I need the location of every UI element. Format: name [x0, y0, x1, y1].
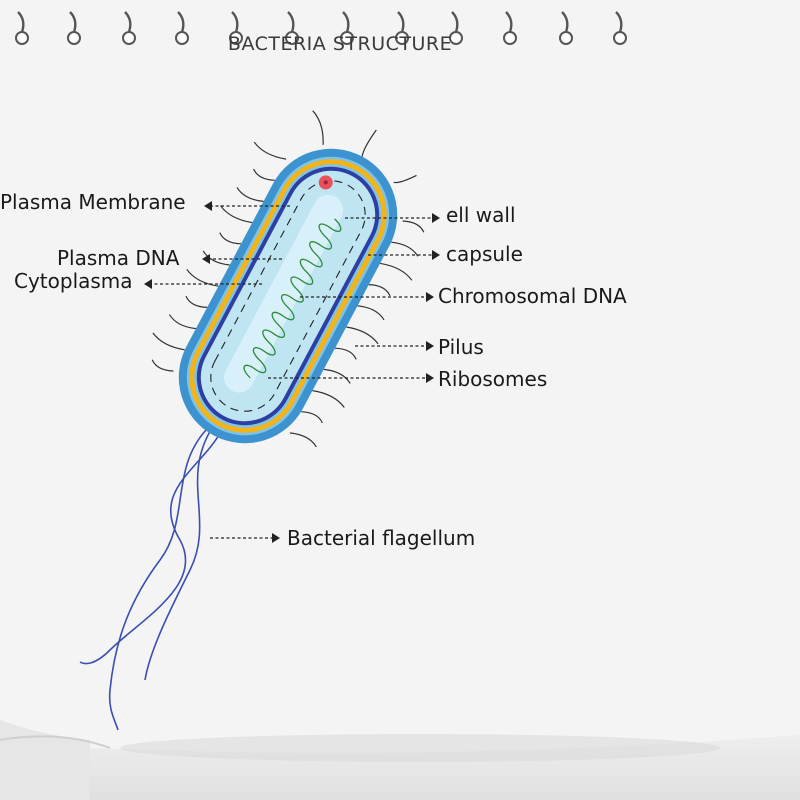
pilus-hair — [357, 305, 385, 321]
title: BACTERIA STRUCTURE — [228, 33, 452, 55]
pilus-hair — [346, 326, 379, 345]
label-cell-wall: ell wall — [446, 203, 516, 227]
curtain-ring-icon — [229, 11, 243, 45]
curtain-ring-icon — [503, 11, 517, 45]
label-plasma-membrane: Plasma Membrane — [0, 190, 186, 214]
label-ribosomes: Ribosomes — [438, 367, 547, 391]
leader-cytoplasma — [144, 279, 262, 289]
curtain-ring-icon — [67, 11, 81, 45]
flagellum-1 — [79, 429, 223, 665]
curtain-ring-icon — [449, 11, 463, 45]
pili — [151, 110, 425, 448]
curtain-rings — [15, 11, 627, 45]
label-cytoplasma: Cytoplasma — [14, 269, 133, 293]
arrowhead-icon — [202, 254, 210, 264]
leader-cell-wall — [345, 213, 440, 223]
pilus-hair — [301, 411, 323, 424]
chromosomal-dna — [243, 218, 342, 379]
curtain-ring-icon — [122, 11, 136, 45]
pilus-hair — [312, 110, 324, 145]
label-plasma-dna: Plasma DNA — [57, 246, 180, 270]
pilus-hair — [402, 220, 425, 233]
pilus-hair — [253, 141, 287, 160]
pilus-hair — [289, 432, 317, 448]
arrowhead-icon — [432, 250, 440, 260]
pilus-hair — [393, 174, 417, 184]
pilus-hair — [236, 187, 264, 202]
label-chromosomal-dna: Chromosomal DNA — [438, 284, 627, 308]
label-pilus: Pilus — [438, 335, 484, 359]
pilus-hair — [220, 205, 253, 224]
pilus-hair — [323, 368, 351, 384]
arrowhead-icon — [432, 213, 440, 223]
pilus-hair — [380, 262, 413, 281]
flagella — [79, 427, 223, 731]
flagellum-3 — [108, 429, 207, 731]
pilus-hair — [186, 268, 219, 287]
cytoplasm-highlight — [223, 194, 344, 393]
label-flagellum: Bacterial flagellum — [287, 526, 475, 550]
leader-pilus — [355, 341, 434, 351]
curtain-ring-icon — [15, 11, 29, 45]
pilus-hair — [368, 284, 391, 297]
curtain-ring-icon — [559, 11, 573, 45]
pilus-hair — [168, 314, 196, 330]
leader-chromosomal-dna — [300, 292, 434, 302]
pilus-hair — [312, 390, 345, 408]
cell-wall-layer — [189, 159, 387, 433]
leader-plasma-dna — [202, 254, 282, 264]
curtain-ring-icon — [285, 11, 299, 45]
bacterium-illustration — [79, 110, 425, 731]
arrowhead-icon — [426, 292, 434, 302]
pilus-hair — [253, 168, 275, 181]
pilus-hair — [185, 295, 208, 308]
leader-lines — [144, 201, 440, 543]
inner-membrane-dash — [210, 180, 366, 412]
leader-plasma-membrane — [204, 201, 290, 211]
curtain-ring-icon — [340, 11, 354, 45]
pilus-hair — [152, 332, 185, 351]
curtain-ring-icon — [613, 11, 627, 45]
leader-flagellum — [210, 533, 280, 543]
flagellum-2 — [144, 427, 213, 681]
leader-capsule — [368, 250, 440, 260]
arrowhead-icon — [144, 279, 152, 289]
leader-ribosomes — [268, 373, 434, 383]
pilus-hair — [361, 129, 377, 157]
arrowhead-icon — [204, 201, 212, 211]
arrowhead-icon — [426, 373, 434, 383]
label-capsule: capsule — [446, 242, 523, 266]
plasmid-core — [323, 180, 328, 185]
arrowhead-icon — [272, 533, 280, 543]
pilus-hair — [334, 347, 357, 360]
pilus-hair — [391, 241, 419, 257]
pilus-hair — [219, 232, 242, 245]
pilus-hair — [202, 250, 230, 266]
arrowhead-icon — [426, 341, 434, 351]
labels: Plasma Membrane Plasma DNA Cytoplasma el… — [0, 190, 627, 550]
curtain-ring-icon — [175, 11, 189, 45]
curtain-ring-icon — [395, 11, 409, 45]
pilus-hair — [151, 359, 174, 372]
